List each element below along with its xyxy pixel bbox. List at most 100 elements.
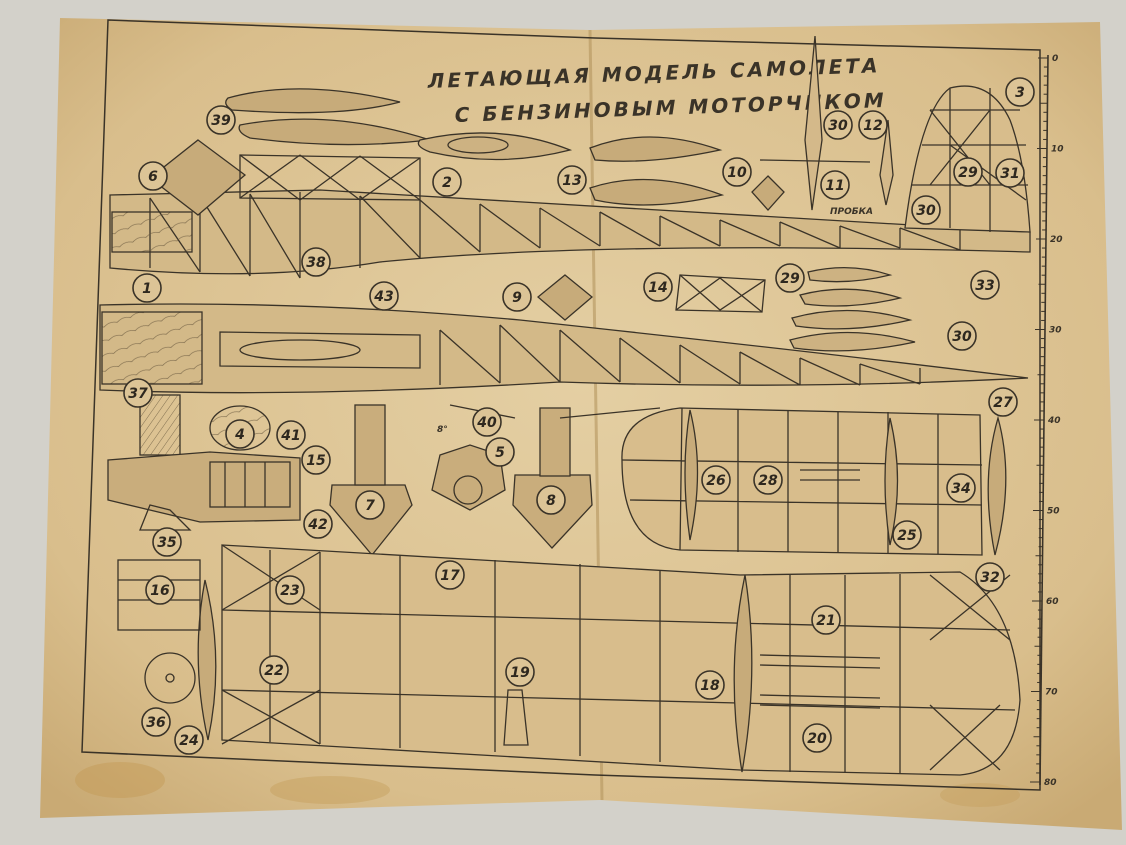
former-seven-stem: [354, 404, 386, 486]
callout-36: 36: [141, 707, 171, 737]
former-five: [431, 444, 506, 511]
ruler-label: 40: [1047, 416, 1061, 426]
callout-23: 23: [275, 575, 305, 605]
callout-9: 9: [502, 282, 532, 312]
callout-circle: [485, 437, 515, 467]
callout-circle: [947, 321, 977, 351]
stab-rib: [791, 309, 913, 330]
callout-number: 30: [828, 118, 848, 134]
callout-circle: [953, 157, 983, 187]
callout-circle: [259, 655, 289, 685]
callout-33: 33: [970, 270, 1000, 300]
callout-13: 13: [557, 165, 587, 195]
callout-circle: [141, 707, 171, 737]
callout-31: 31: [995, 158, 1025, 188]
callout-8: 8: [536, 485, 566, 515]
ruler-label: 20: [1050, 235, 1063, 245]
callout-circle: [995, 158, 1025, 188]
ruler-label: 50: [1047, 507, 1060, 517]
stab-slots: [800, 469, 860, 481]
callout-30: 30: [823, 110, 853, 140]
airfoil-cutout: [447, 136, 509, 154]
propeller-blade: [804, 35, 823, 211]
callout-43: 43: [369, 281, 399, 311]
fuselage-top-view: [99, 303, 1029, 394]
cockpit-frame: [219, 331, 421, 369]
callout-number: 38: [306, 255, 326, 271]
horizontal-stabilizer: [621, 407, 983, 556]
former-eight-stem: [539, 407, 571, 477]
callout-11: 11: [820, 170, 850, 200]
engine-mount: [107, 451, 301, 523]
callout-number: 37: [128, 386, 148, 402]
callout-17: 17: [435, 560, 465, 590]
callout-24: 24: [174, 725, 204, 755]
former-five-hole: [453, 475, 483, 505]
callout-number: 30: [952, 329, 972, 345]
callout-18: 18: [695, 670, 725, 700]
stain: [270, 776, 390, 804]
stab-rib-section: [884, 417, 899, 546]
callout-32: 32: [975, 562, 1005, 592]
callout-circle: [643, 272, 673, 302]
callout-number: 17: [440, 568, 460, 584]
callout-number: 39: [211, 113, 231, 129]
callout-circle: [722, 157, 752, 187]
ruler-label: 60: [1046, 597, 1059, 607]
callout-7: 7: [355, 490, 385, 520]
callout-circle: [695, 670, 725, 700]
callout-29: 29: [953, 157, 983, 187]
callout-circle: [970, 270, 1000, 300]
callout-number: 16: [150, 583, 170, 599]
callout-circle: [823, 110, 853, 140]
callout-circle: [775, 263, 805, 293]
callout-number: 21: [816, 613, 835, 629]
callout-14: 14: [643, 272, 673, 302]
airfoil-section: [589, 178, 725, 206]
callout-35: 35: [152, 527, 182, 557]
callout-circle: [432, 167, 462, 197]
center-section-braces: [239, 154, 421, 201]
callout-number: 29: [780, 271, 800, 287]
callout-circle: [701, 465, 731, 495]
wing-bracing: [221, 544, 1011, 771]
callout-circle: [138, 161, 168, 191]
callout-number: 15: [306, 453, 326, 469]
callout-circle: [988, 387, 1018, 417]
callout-41: 41: [276, 420, 306, 450]
ruler-label: 10: [1051, 145, 1064, 155]
callout-15: 15: [301, 445, 331, 475]
callout-number: 8: [546, 493, 556, 509]
callout-number: 40: [476, 415, 497, 431]
callout-number: 30: [916, 203, 936, 219]
angle-note: 8°: [437, 425, 448, 435]
former-diamond: [148, 139, 247, 216]
callout-number: 23: [280, 583, 299, 599]
callout-circle: [301, 445, 331, 475]
callout-number: 9: [512, 290, 522, 306]
callout-circle: [557, 165, 587, 195]
callout-1: 1: [132, 273, 162, 303]
callout-number: 22: [264, 663, 283, 679]
callout-6: 6: [138, 161, 168, 191]
nose-planking: [101, 311, 203, 385]
callout-circle: [145, 575, 175, 605]
callout-number: 2: [442, 175, 452, 191]
callout-circle: [132, 273, 162, 303]
wing-slots: [759, 654, 881, 709]
callout-circle: [858, 110, 888, 140]
stab-rib: [807, 267, 893, 283]
former-seven: [329, 484, 413, 557]
callout-circle: [505, 657, 535, 687]
callout-number: 12: [863, 118, 882, 134]
callout-circle: [536, 485, 566, 515]
callout-number: 1: [142, 281, 152, 297]
fuselage-side-view: [109, 189, 1031, 275]
ruler-ticks: [1030, 57, 1048, 783]
callout-number: 42: [307, 517, 327, 533]
callout-42: 42: [303, 509, 333, 539]
stain: [75, 762, 165, 798]
